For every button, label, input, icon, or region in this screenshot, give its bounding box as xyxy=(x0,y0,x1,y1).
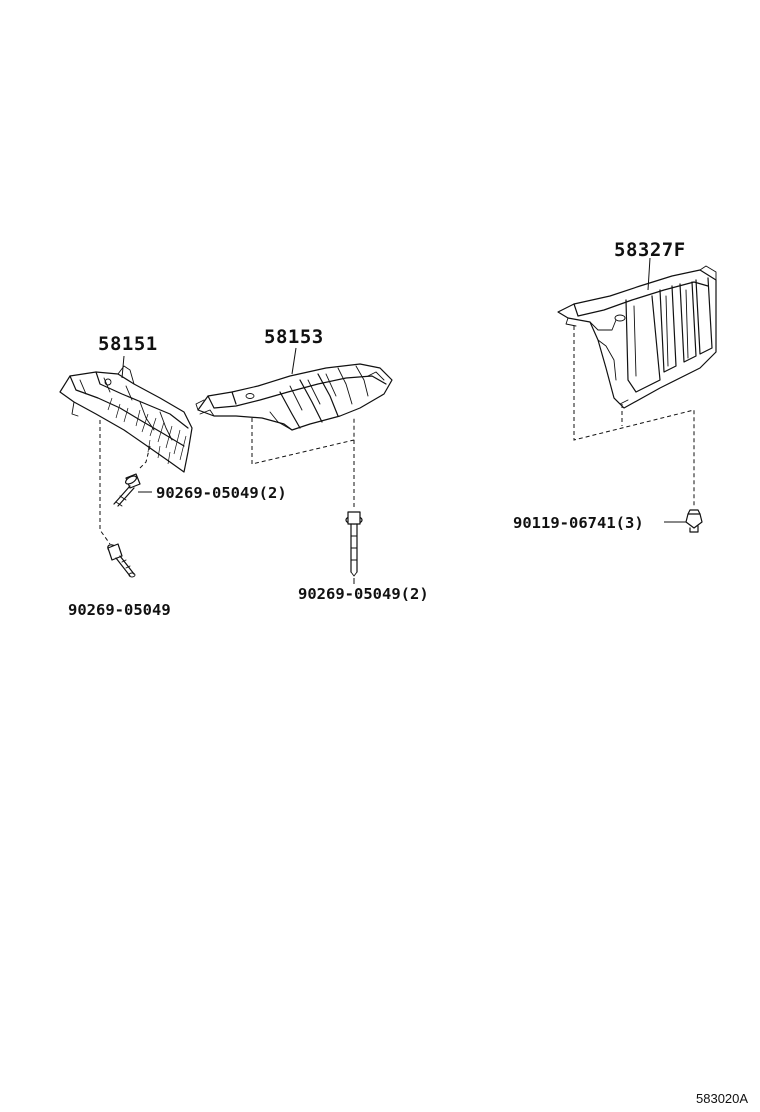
bolt-90119-06741-right[interactable] xyxy=(685,509,703,533)
drawing-code: 583020A xyxy=(696,1091,748,1106)
part-58153-shield[interactable] xyxy=(195,363,393,431)
fastener-label-upper-left: 90269-05049(2) xyxy=(156,484,287,502)
bolt-90269-05049-upper-left[interactable] xyxy=(113,473,141,507)
fastener-label-lower-left: 90269-05049 xyxy=(68,601,171,619)
part-number-58153: 58153 xyxy=(264,326,324,348)
fastener-label-middle: 90269-05049(2) xyxy=(298,585,429,603)
leader-58151 xyxy=(121,355,125,379)
part-58151-shield[interactable] xyxy=(59,365,193,473)
fastener-label-right: 90119-06741(3) xyxy=(513,514,644,532)
part-58327F-shield[interactable] xyxy=(557,265,717,409)
dash-58153-frame xyxy=(251,416,355,465)
dash-58327F-to-bolt xyxy=(573,326,695,508)
bolt-90269-05049-middle[interactable] xyxy=(345,511,363,577)
dash-58151-to-bolt-upper xyxy=(137,445,151,471)
leader-58327F xyxy=(647,257,651,291)
part-number-58327F: 58327F xyxy=(614,239,686,261)
dash-58151-to-bolt-lower xyxy=(99,420,111,545)
part-number-58151: 58151 xyxy=(98,333,158,355)
bolt-90269-05049-lower-left[interactable] xyxy=(106,543,136,578)
part-58151-hatching xyxy=(107,397,187,465)
leader-58153 xyxy=(291,347,297,375)
